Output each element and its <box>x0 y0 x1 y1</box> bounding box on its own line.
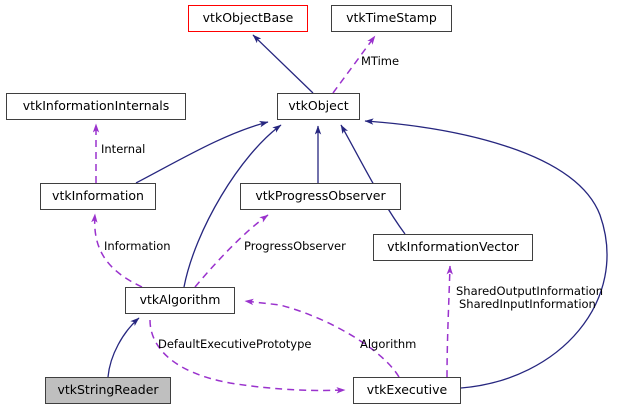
node-label: vtkInformationInternals <box>22 98 170 114</box>
edge-label-internal: Internal <box>101 142 146 156</box>
edge-vtkExecutive-to-vtkAlgorithm <box>244 298 400 378</box>
node-label: vtkInformationVector <box>387 239 519 255</box>
node-vtkStringReader[interactable]: vtkStringReader <box>45 377 171 404</box>
node-vtkInformationVector[interactable]: vtkInformationVector <box>373 234 533 261</box>
node-vtkObjectBase[interactable]: vtkObjectBase <box>188 5 308 32</box>
edge-vtkInformationVector-to-vtkObject <box>340 124 406 235</box>
edge-label-sharedinputinformation: SharedInputInformation <box>459 297 596 311</box>
node-label: vtkAlgorithm <box>139 292 221 308</box>
node-label: vtkObject <box>288 98 349 114</box>
edge-vtkAlgorithm-to-vtkObject <box>183 124 282 288</box>
edge-vtkExecutive-to-vtkInformationVector <box>446 265 453 378</box>
edge-label-information: Information <box>104 239 171 253</box>
edge-label-progressobserver: ProgressObserver <box>244 239 346 253</box>
node-vtkInformation[interactable]: vtkInformation <box>40 183 156 210</box>
edge-vtkObject-to-vtkObjectBase <box>252 34 314 94</box>
edge-vtkAlgorithm-to-vtkProgressObserver <box>194 214 269 288</box>
node-vtkTimeStamp[interactable]: vtkTimeStamp <box>331 5 452 32</box>
edge-vtkStringReader-to-vtkAlgorithm <box>107 317 140 378</box>
node-vtkInformationInternals[interactable]: vtkInformationInternals <box>6 93 186 120</box>
edge-vtkInformation-to-vtkObject <box>135 121 269 184</box>
edge-label-defaultexecutiveprototype: DefaultExecutivePrototype <box>158 337 312 351</box>
node-label: vtkObjectBase <box>202 10 294 26</box>
edge-vtkStringReader-to-vtkExecutive <box>149 319 346 394</box>
edge-vtkExecutive-to-vtkObject <box>364 118 608 389</box>
node-vtkProgressObserver[interactable]: vtkProgressObserver <box>240 183 401 210</box>
node-vtkObject[interactable]: vtkObject <box>277 93 360 120</box>
node-vtkExecutive[interactable]: vtkExecutive <box>353 377 461 404</box>
edge-label-algorithm: Algorithm <box>360 337 417 351</box>
node-label: vtkStringReader <box>57 382 159 398</box>
node-label: vtkInformation <box>52 188 144 204</box>
node-label: vtkProgressObserver <box>255 188 386 204</box>
edge-label-mtime: MTime <box>361 54 400 68</box>
node-label: vtkExecutive <box>366 382 448 398</box>
node-label: vtkTimeStamp <box>346 10 437 26</box>
edge-label-sharedoutputinformation: SharedOutputInformation <box>456 284 604 298</box>
node-vtkAlgorithm[interactable]: vtkAlgorithm <box>125 287 235 314</box>
